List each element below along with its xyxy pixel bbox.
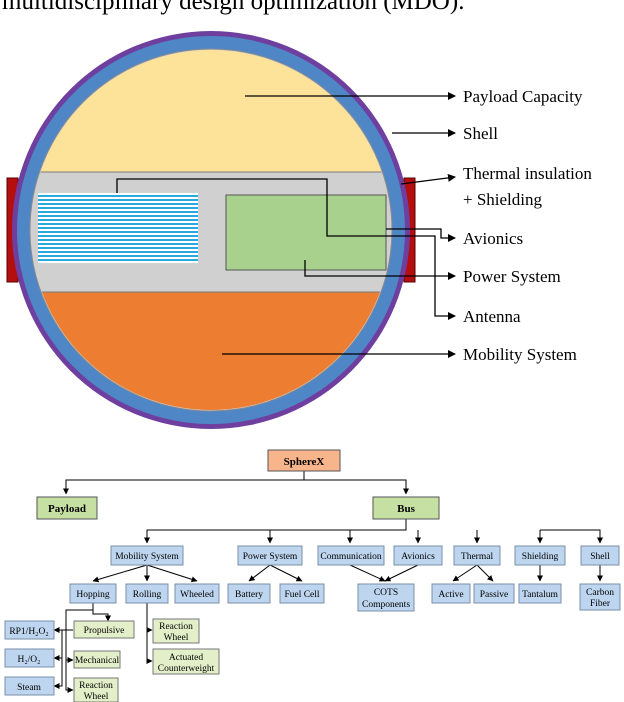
antenna-stripe <box>38 255 198 257</box>
node-payload-label: Payload <box>48 503 86 515</box>
node-tantalum-label: Tantalum <box>522 590 558 600</box>
antenna-stripe <box>38 195 198 197</box>
label-avionics: Avionics <box>463 229 523 248</box>
node-cots-line1: COTS <box>374 588 398 598</box>
antenna-stripe <box>38 211 198 213</box>
antenna-stripe <box>38 219 198 221</box>
antenna-stripe <box>38 199 198 201</box>
power-connector <box>304 260 456 280</box>
node-battery <box>227 583 271 604</box>
node-shell-label: Shell <box>590 552 610 562</box>
label-payload-capacity: Payload Capacity <box>463 87 583 106</box>
antenna-stripe <box>38 259 198 261</box>
antenna-stripe <box>38 203 198 205</box>
label-power-system: Power System <box>463 267 561 286</box>
sphere-diagram: Payload Capacity Shell Thermal insulatio… <box>6 31 592 429</box>
thermal-arrow <box>400 173 456 185</box>
node-wheeled-label: Wheeled <box>180 590 214 600</box>
node-propulsive <box>73 620 135 639</box>
node-active-label: Active <box>438 590 463 600</box>
node-wheeled <box>174 583 220 604</box>
node-thermal-label: Thermal <box>461 552 494 562</box>
node-shielding-label: Shielding <box>522 552 559 562</box>
antenna-stripe <box>38 223 198 225</box>
label-antenna: Antenna <box>463 307 521 326</box>
label-shell: Shell <box>463 124 498 143</box>
node-shell <box>580 545 620 566</box>
node-rolling-label: Rolling <box>133 590 162 600</box>
antenna-stripe <box>38 247 198 249</box>
node-power-system <box>237 545 303 566</box>
node-mechanical-label: Mechanical <box>75 656 120 666</box>
node-roll-reaction-wheel <box>152 618 200 644</box>
node-steam-label: Steam <box>17 683 41 693</box>
node-avionics-label: Avionics <box>401 552 435 562</box>
node-avionics <box>393 545 443 566</box>
node-carbon-fiber-line1: Carbon <box>586 588 614 598</box>
node-hopping <box>69 583 117 604</box>
node-fuel-cell <box>279 583 325 604</box>
antenna-stripe <box>38 215 198 217</box>
antenna-stripe <box>38 239 198 241</box>
node-hopping-label: Hopping <box>76 590 110 600</box>
node-cots-components <box>357 583 415 612</box>
antenna-stripe <box>38 227 198 229</box>
node-shielding <box>514 545 566 566</box>
node-mechanical <box>73 650 121 669</box>
mobility-system-area <box>35 291 387 410</box>
node-roll-reaction-wheel-line1: Reaction <box>159 622 193 632</box>
antenna-connector <box>116 178 456 320</box>
node-battery-label: Battery <box>235 590 263 600</box>
node-actuated-line1: Actuated <box>169 653 204 663</box>
avionics-box <box>225 194 387 271</box>
node-communication-label: Communication <box>320 552 381 562</box>
caption: multidisciplinary design optimization (M… <box>2 0 465 15</box>
node-tantalum <box>518 583 562 604</box>
node-power-system-label: Power System <box>243 552 298 562</box>
node-passive-label: Passive <box>480 590 509 600</box>
node-spherex <box>267 449 341 472</box>
node-actuated-counterweight <box>152 648 220 675</box>
node-carbon-fiber-line2: Fiber <box>590 599 611 609</box>
tree-boxes: SphereX Payload Bus Mobility System Powe… <box>4 449 621 702</box>
node-mobility-system <box>110 545 184 566</box>
node-h2-o2-label: H₂/O₂ <box>18 655 41 665</box>
antenna-stripe <box>38 231 198 233</box>
node-rp1-h2o2-label: RP1/H₂O₂ <box>9 627 48 637</box>
label-thermal-line1: Thermal insulation <box>463 164 592 183</box>
node-hop-reaction-wheel-line1: Reaction <box>79 681 113 691</box>
node-propulsive-label: Propulsive <box>84 626 125 636</box>
node-cots-line2: Components <box>362 600 410 610</box>
node-bus <box>372 496 440 520</box>
node-hop-reaction-wheel-line2: Wheel <box>84 692 109 702</box>
antenna-stripe <box>38 207 198 209</box>
node-hop-reaction-wheel <box>73 677 119 702</box>
node-spherex-label: SphereX <box>284 456 325 468</box>
node-h2-o2 <box>4 648 55 668</box>
node-passive <box>473 583 515 604</box>
node-thermal <box>453 545 501 566</box>
node-steam <box>4 676 55 696</box>
node-mobility-system-label: Mobility System <box>115 552 179 562</box>
antenna-stripe <box>38 251 198 253</box>
payload-capacity-area <box>37 50 385 173</box>
node-fuel-cell-label: Fuel Cell <box>284 590 319 600</box>
node-payload <box>36 496 98 520</box>
node-carbon-fiber <box>579 583 621 611</box>
label-thermal-line2: + Shielding <box>463 190 543 209</box>
node-communication <box>317 545 385 566</box>
antenna-stripe <box>38 243 198 245</box>
label-mobility-system: Mobility System <box>463 345 577 364</box>
antenna-stripes <box>38 193 198 263</box>
node-bus-label: Bus <box>397 503 415 515</box>
node-roll-reaction-wheel-line2: Wheel <box>164 633 189 643</box>
avionics-connector <box>386 228 456 242</box>
tree-connectors <box>53 471 603 693</box>
node-actuated-line2: Counterweight <box>158 664 215 674</box>
antenna-stripe <box>38 235 198 237</box>
node-rp1-h2o2 <box>4 620 55 640</box>
node-rolling <box>125 583 169 604</box>
node-active <box>431 583 471 604</box>
